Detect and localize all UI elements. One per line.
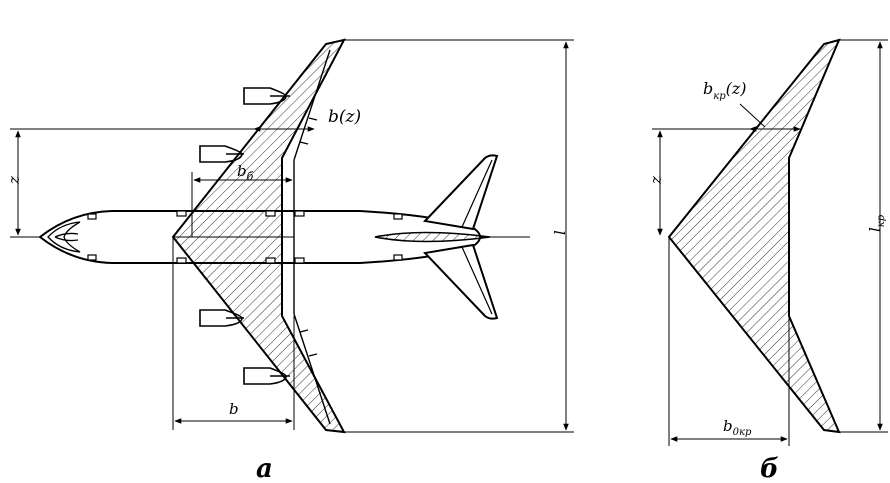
caption-a: а	[256, 454, 273, 483]
label-bb: bб	[237, 162, 254, 183]
label-z-b: z	[647, 176, 665, 185]
aircraft-figure: b(z) bб z b l а	[5, 38, 574, 483]
cockpit	[47, 221, 81, 253]
label-b: b	[229, 400, 239, 418]
label-bkrz: bкр(z)	[703, 79, 747, 102]
vertical-fin	[374, 231, 491, 243]
label-b0kr: b0кр	[723, 417, 752, 438]
leader-bkrz	[739, 103, 766, 128]
fuselage-doors	[87, 210, 403, 264]
label-l: l	[551, 230, 569, 235]
caption-b: б	[760, 454, 779, 483]
label-z-a: z	[5, 176, 23, 185]
isolated-wing	[667, 38, 841, 434]
elevator-lines	[461, 159, 493, 315]
dimension-lines-b	[652, 39, 888, 446]
dimension-lines-a	[10, 39, 574, 433]
wing-figure: bкр(z) z lкр b0кр б	[647, 38, 888, 483]
label-lkr: lкр	[866, 214, 887, 232]
label-bz: b(z)	[328, 107, 361, 127]
horizontal-tail	[422, 154, 499, 320]
